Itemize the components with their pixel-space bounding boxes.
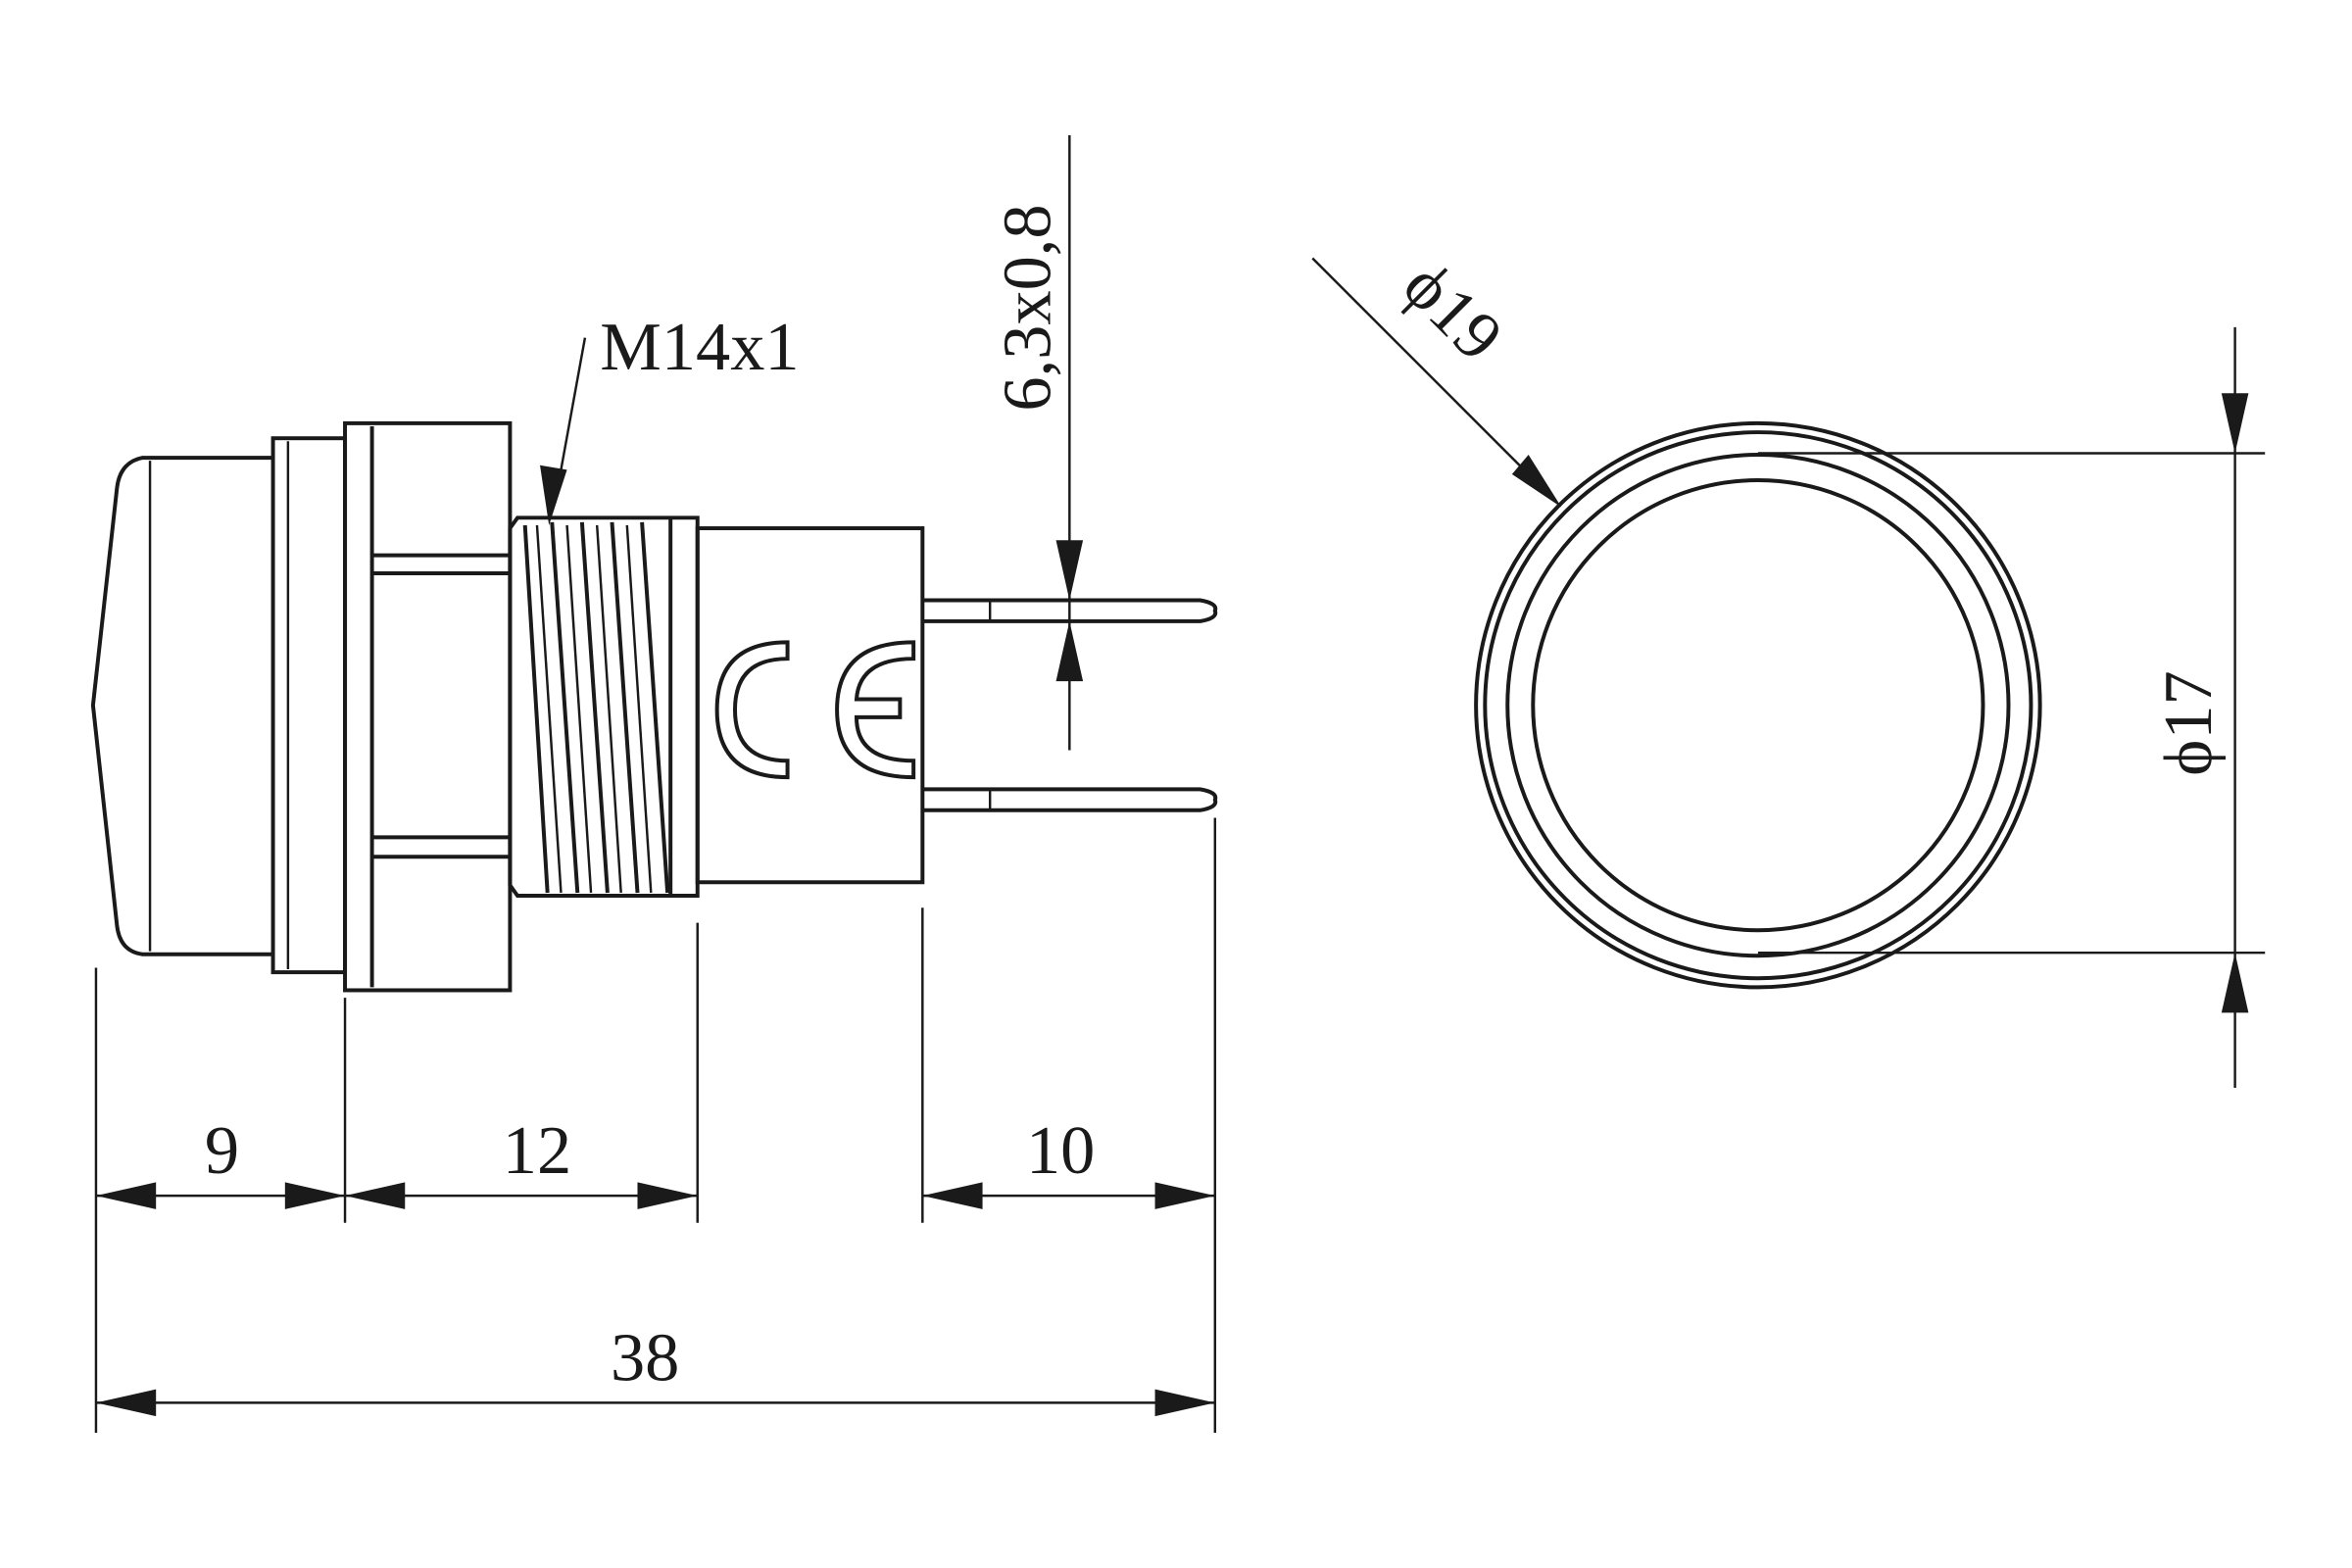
dim-pins-label: 10 <box>1026 1112 1095 1189</box>
dimensions: 9 12 10 38 6,3x0,8 M14x1 <box>94 135 1217 1433</box>
pin-bottom <box>922 787 1218 812</box>
outer-diameter-label: ϕ19 <box>1389 247 1517 375</box>
bezel-ring <box>270 436 348 975</box>
thread <box>508 515 700 899</box>
dim-total-label: 38 <box>611 1319 679 1396</box>
dim-lens-label: 9 <box>205 1112 239 1189</box>
ce-mark <box>714 640 916 780</box>
housing <box>695 526 925 885</box>
thread-label: M14x1 <box>600 309 799 385</box>
inner-diameter-label: ϕ17 <box>2150 670 2227 775</box>
dim-thread-label: 12 <box>503 1112 571 1189</box>
hex-nut <box>343 420 513 993</box>
lens <box>90 456 273 956</box>
pin-size-label: 6,3x0,8 <box>989 204 1065 411</box>
side-view <box>90 420 1218 993</box>
pin-top <box>922 598 1218 623</box>
front-view: ϕ19 ϕ17 <box>1311 247 2266 1088</box>
